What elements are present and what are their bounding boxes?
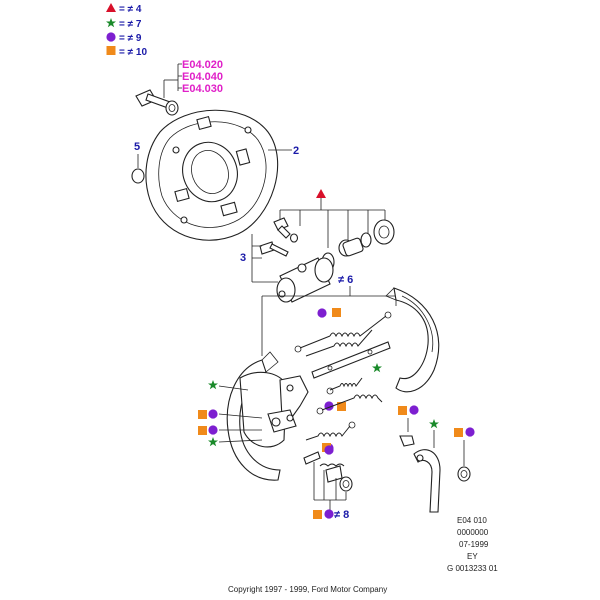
circle-marker-icon	[208, 409, 218, 419]
wheel-cylinder	[276, 257, 334, 303]
circle-marker-icon	[409, 405, 419, 415]
star-marker-icon	[429, 419, 439, 429]
meta-block: E04 010 0000000 07-1999 EY G 0013233 01	[447, 516, 498, 573]
springs	[294, 311, 392, 441]
star-icon	[106, 18, 116, 28]
circle-marker-icon	[317, 308, 327, 318]
square-icon	[106, 46, 116, 55]
star-marker-icon	[372, 363, 382, 373]
brake-shoe-right	[385, 287, 440, 393]
brake-shoe-left	[226, 351, 309, 481]
star-marker-icon	[208, 437, 218, 447]
legend: = ≠ 4 = ≠ 7 = ≠ 9 = ≠ 10	[106, 3, 147, 58]
callout-5: 5	[134, 141, 140, 153]
square-marker-icon	[313, 510, 322, 519]
meta-line-3: 07-1999	[459, 540, 489, 549]
circle-marker-icon	[324, 509, 334, 519]
star-marker-icon	[208, 380, 218, 390]
legend-text-1: = ≠ 4	[119, 4, 142, 15]
callout-8: ≠ 8	[334, 509, 349, 521]
spring-markers	[317, 308, 382, 455]
square-marker-icon	[198, 410, 207, 419]
circle-marker-icon	[208, 425, 218, 435]
triangle-icon	[106, 3, 116, 12]
copyright-text: Copyright 1997 - 1999, Ford Motor Compan…	[228, 585, 387, 594]
legend-text-3: = ≠ 9	[119, 33, 142, 44]
adjuster-parts	[398, 405, 475, 513]
reference-code-2: E04.040	[182, 71, 223, 83]
callout-6: ≠ 6	[338, 274, 353, 286]
bolt-and-washer	[135, 89, 179, 116]
circle-marker-icon	[465, 427, 475, 437]
square-marker-icon	[454, 428, 463, 437]
reference-group: E04.020 E04.040 E04.030	[163, 59, 223, 98]
bleed-plug	[131, 168, 145, 184]
left-markers	[198, 380, 263, 447]
callout-3: 3	[240, 252, 246, 264]
legend-text-2: = ≠ 7	[119, 19, 142, 30]
triangle-marker-icon	[316, 189, 326, 198]
circle-marker-icon	[324, 445, 334, 455]
reference-code-1: E04.020	[182, 59, 223, 71]
meta-line-4: EY	[467, 552, 478, 561]
square-marker-icon	[337, 402, 346, 411]
circle-icon	[106, 32, 116, 42]
square-marker-icon	[198, 426, 207, 435]
backing-plate	[145, 109, 279, 241]
square-marker-icon	[332, 308, 341, 317]
meta-line-2: 0000000	[457, 528, 489, 537]
legend-text-4: = ≠ 10	[119, 47, 147, 58]
callout-2: 2	[293, 145, 299, 157]
meta-line-5: G 0013233 01	[447, 564, 498, 573]
square-marker-icon	[398, 406, 407, 415]
meta-line-1: E04 010	[457, 516, 487, 525]
hold-down-parts	[303, 451, 353, 492]
reference-code-3: E04.030	[182, 83, 223, 95]
